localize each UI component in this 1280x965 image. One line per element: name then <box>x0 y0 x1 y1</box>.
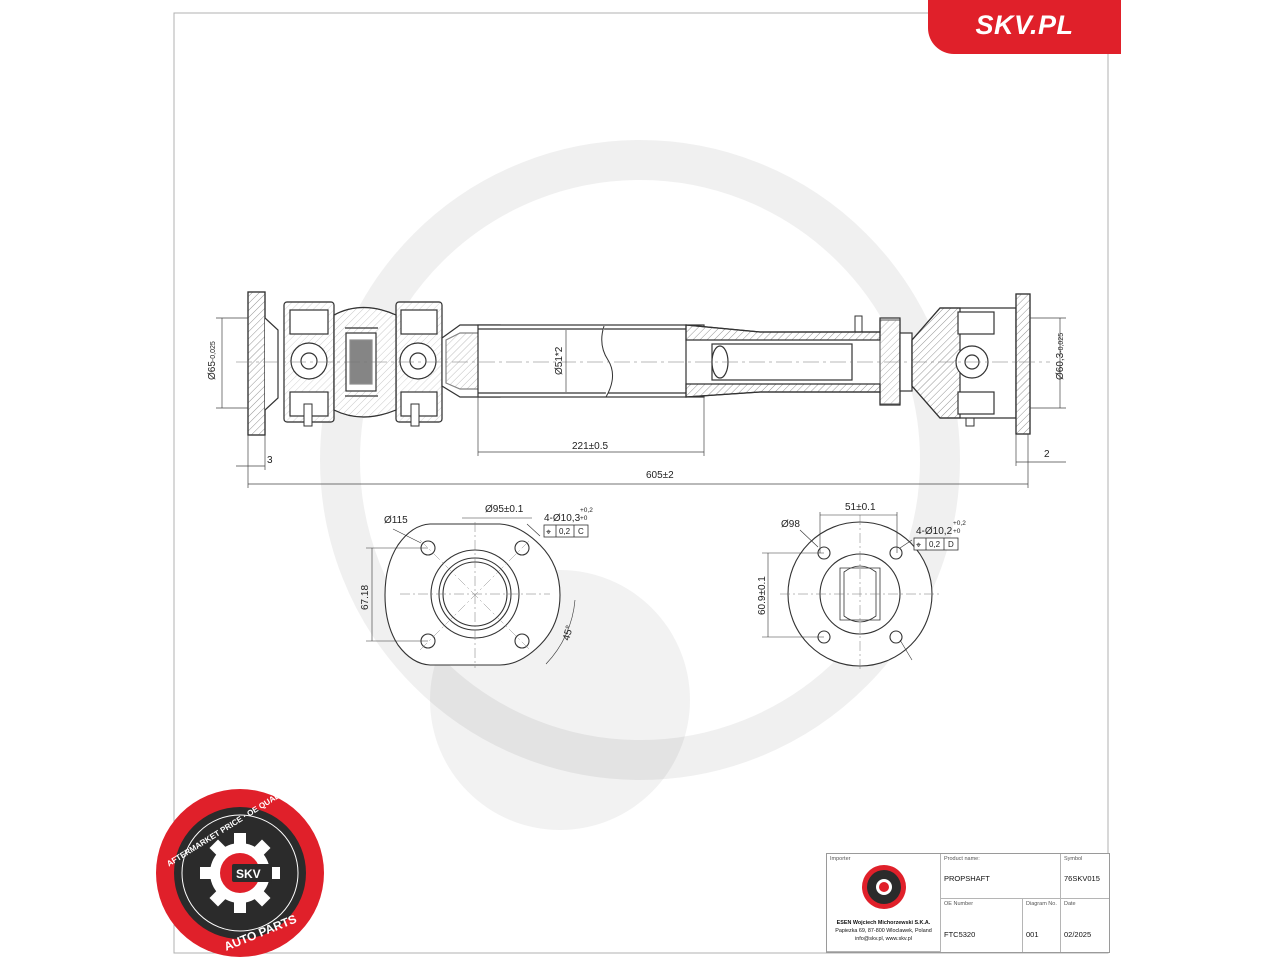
brand-tab-background <box>928 0 1121 54</box>
diagram-value: 001 <box>1026 930 1039 939</box>
right-tol-value: 0,2 <box>929 540 941 549</box>
right-outer-dia: Ø98 <box>781 519 800 530</box>
left-flange-front-view <box>366 517 576 668</box>
right-tol-frame: ⌖ 0,2 D <box>913 537 959 551</box>
dimension-texts: Ø65-0,025 Ø60,3-0,025 Ø51*2 3 2 221±0.5 … <box>207 333 1066 481</box>
diagram-label: Diagram No. <box>1026 901 1057 907</box>
left-tol-frame: ⌖ 0,2 C <box>543 524 589 538</box>
right-view-texts: Ø98 51±0.1 4-Ø10,2 +0,2 +0 ⌖ 0,2 D 60.9±… <box>757 502 966 615</box>
product-label: Product name: <box>944 856 980 862</box>
watermark-gear-icon <box>320 140 960 780</box>
importer-contact: info@skv.pl, www.skv.pl <box>855 936 912 942</box>
symbol-label: Symbol <box>1064 856 1083 862</box>
right-offset-label: 2 <box>1044 449 1050 460</box>
importer-name: ESEN Wojciech Michorzewski S.K.A. <box>836 920 931 926</box>
right-tol-datum: D <box>948 540 954 549</box>
brand-tab[interactable]: SKV.PL <box>928 0 1121 54</box>
left-tol-datum: C <box>578 527 584 536</box>
main-tube <box>477 324 705 398</box>
oe-cell: OE Number FTC5320 <box>941 899 1023 952</box>
importer-address: Papiezka 69, 87-800 Wloclawek, Poland <box>835 928 932 934</box>
left-height: 67.18 <box>360 585 371 610</box>
right-u-joint <box>911 307 1017 419</box>
right-flange <box>1015 293 1031 435</box>
left-holes-tol-top: +0,2 <box>580 507 593 514</box>
right-spacing: 51±0.1 <box>845 502 876 513</box>
sheet-border <box>173 12 1109 954</box>
left-tol-value: 0,2 <box>559 527 571 536</box>
flange-left-dia-label: Ø65-0,025 <box>207 341 218 380</box>
date-label: Date <box>1064 901 1076 907</box>
importer-cell: Importer ESEN Wojciech Michorzewski S.K.… <box>827 854 941 952</box>
importer-label: Importer <box>830 856 851 862</box>
left-flange <box>247 291 279 436</box>
product-cell: Product name: PROPSHAFT <box>941 854 1061 899</box>
date-value: 02/2025 <box>1064 930 1092 939</box>
brand-tab-text: SKV.PL <box>975 10 1074 40</box>
left-holes: 4-Ø10,3 <box>544 513 581 524</box>
slide-length-label: 221±0.5 <box>572 441 609 452</box>
product-name: PROPSHAFT <box>944 874 990 883</box>
right-tol-symbol: ⌖ <box>916 540 921 550</box>
overall-length-label: 605±2 <box>646 470 674 481</box>
left-offset-label: 3 <box>267 455 273 466</box>
symbol-value: 76SKV015 <box>1064 874 1100 883</box>
date-cell: Date 02/2025 <box>1061 899 1109 952</box>
tube-dia-label: Ø51*2 <box>554 346 565 375</box>
oe-label: OE Number <box>944 901 974 907</box>
right-holes-tol-bottom: +0 <box>953 528 961 535</box>
diagram-cell: Diagram No. 001 <box>1023 899 1061 952</box>
right-flange-front-view <box>762 512 940 672</box>
left-u-joint <box>283 301 443 423</box>
seal-center-text: SKV <box>236 867 261 881</box>
left-angle: 45° <box>561 624 576 641</box>
importer-seal-icon <box>862 865 906 909</box>
slip-section <box>685 317 913 406</box>
dimension-lines <box>216 317 1066 488</box>
shaft-side-view <box>236 291 1050 436</box>
right-height: 60.9±0.1 <box>757 576 768 615</box>
left-holes-tol-bottom: +0 <box>580 515 588 522</box>
symbol-cell: Symbol 76SKV015 <box>1061 854 1109 899</box>
left-tol-symbol: ⌖ <box>546 527 551 537</box>
left-outer-dia: Ø115 <box>384 515 408 526</box>
left-view-texts: Ø115 Ø95±0.1 4-Ø10,3 +0,2 +0 ⌖ 0,2 C 67.… <box>360 504 593 642</box>
title-block: Importer ESEN Wojciech Michorzewski S.K.… <box>826 853 1110 953</box>
oe-value: FTC5320 <box>944 930 976 939</box>
skv-seal-icon <box>156 789 324 957</box>
flange-right-dia-label: Ø60,3-0,025 <box>1055 333 1066 380</box>
left-pitch-dia: Ø95±0.1 <box>485 504 524 515</box>
right-holes-tol-top: +0,2 <box>953 520 966 527</box>
right-holes: 4-Ø10,2 <box>916 526 953 537</box>
